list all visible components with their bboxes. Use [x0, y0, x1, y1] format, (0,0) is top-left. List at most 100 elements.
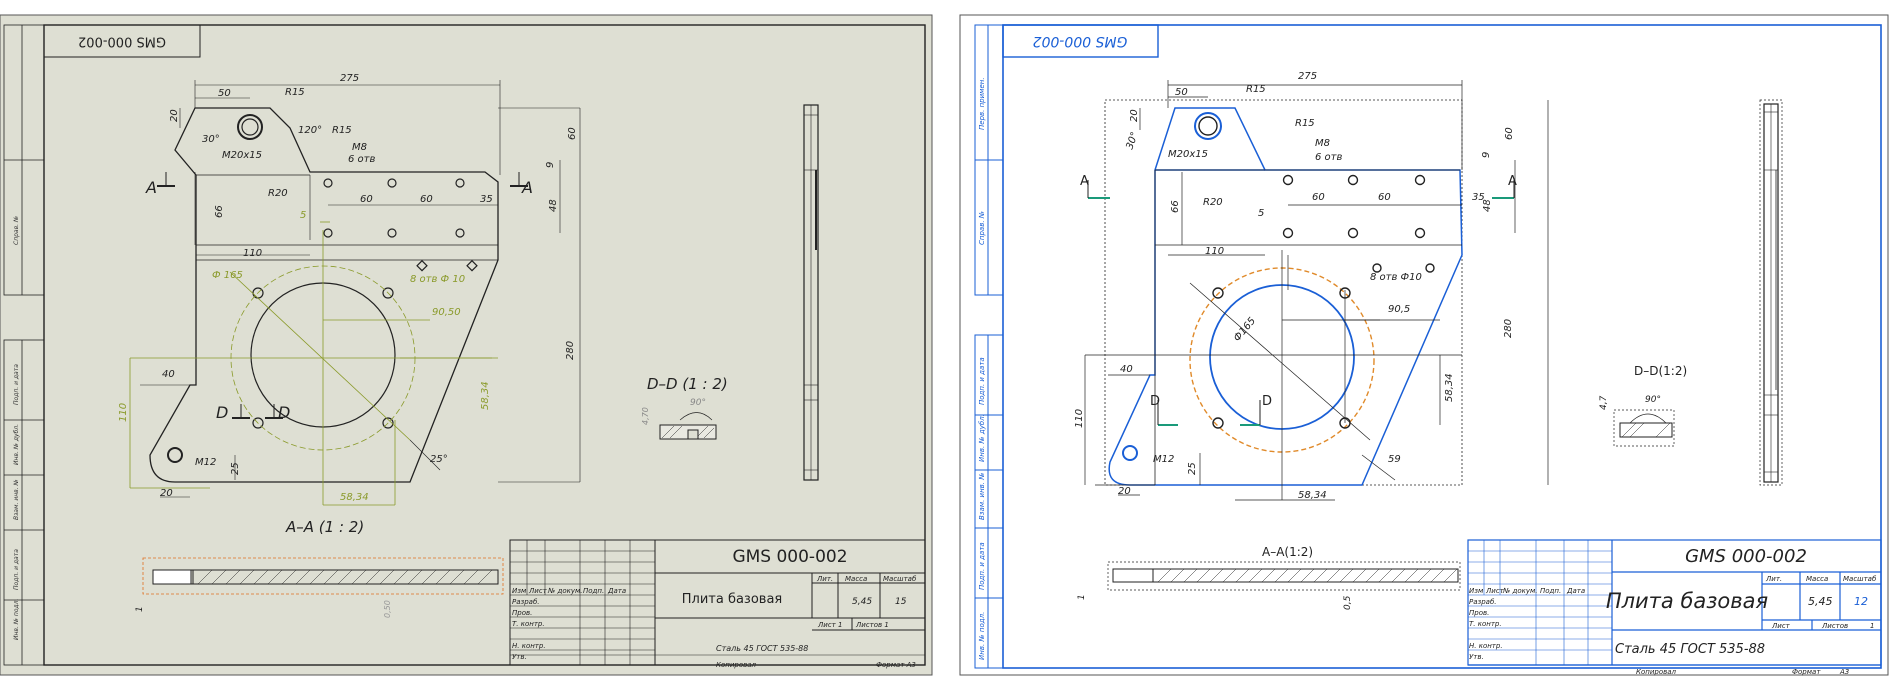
left-section-a-label-right: A: [521, 178, 533, 197]
right-center-lines: [1084, 80, 1549, 501]
left-aux-geometry: [129, 221, 498, 506]
left-dim-1: 1: [135, 606, 145, 612]
right-dim-280: 280: [1503, 319, 1514, 338]
right-tb-col-izm: Изм: [1469, 587, 1484, 595]
right-dim-m20: M20x15: [1168, 149, 1208, 160]
left-section-dd-view: [659, 412, 717, 440]
right-tb-col-date: Дата: [1566, 587, 1585, 595]
right-dim-05: 0,5: [1343, 595, 1353, 610]
right-section-dd-view: [1613, 409, 1675, 447]
left-dim-holes8: 8 отв Ф 10: [410, 274, 465, 285]
right-dim-905: 90,5: [1388, 304, 1410, 315]
right-dim-6-holes: 6 отв: [1315, 152, 1342, 163]
right-dim-holes8: 8 отв Ф10: [1370, 272, 1422, 283]
right-dim-1: 1: [1077, 594, 1087, 600]
left-dim-25deg: 25°: [430, 454, 448, 465]
left-dim-9050: 90,50: [432, 307, 461, 318]
right-section-aa-title: A–A(1:2): [1262, 545, 1313, 559]
left-sheet-background: [0, 14, 933, 676]
left-dim-5: 5: [300, 210, 306, 221]
right-dim-47: 4,7: [1599, 395, 1609, 410]
left-dim-6-holes: 6 отв: [348, 154, 375, 165]
left-tb-name: Плита базовая: [682, 592, 783, 607]
right-dim-110: 110: [1205, 246, 1224, 257]
left-main-part: [149, 107, 499, 483]
right-side-view: [1759, 99, 1783, 486]
right-dim-r15-top: R15: [1246, 84, 1266, 95]
right-tb-col-sign: Подп.: [1540, 587, 1561, 595]
left-tb-col-izm: Изм: [512, 587, 527, 595]
left-section-a-label: A: [145, 178, 157, 197]
left-tb-row-2: Т. контр.: [512, 620, 545, 628]
left-tb-mass-label: Масса: [845, 575, 867, 583]
right-side-label-5: Справ. №: [978, 211, 986, 245]
left-tb-col-list: Лист: [528, 587, 548, 595]
left-side-view: [803, 104, 819, 481]
left-side-label-5: Справ. №: [13, 216, 20, 245]
right-tb-name: Плита базовая: [1606, 589, 1768, 613]
left-side-label-2: Взам. инв. №: [13, 479, 20, 520]
left-side-label-1: Подп. и дата: [13, 549, 20, 590]
left-side-strip: [3, 24, 45, 666]
right-tb-sheets-label: Листов: [1821, 622, 1848, 630]
left-tb-row-0: Разраб.: [512, 598, 540, 606]
right-dim-r15-mid: R15: [1295, 118, 1315, 129]
right-section-dd-title: D–D(1:2): [1634, 364, 1687, 378]
right-dim-48: 48: [1482, 199, 1493, 212]
left-tb-row-5: Утв.: [512, 653, 527, 661]
right-tb-col-doc: № докум.: [1502, 587, 1538, 595]
left-dim-275: 275: [340, 73, 359, 84]
right-tb-mass-label: Масса: [1806, 575, 1828, 583]
left-dim-280: 280: [565, 341, 576, 360]
right-tb-format: А3: [1839, 668, 1849, 676]
left-section-aa-view: [142, 557, 504, 595]
right-tb-col-list: Лист: [1485, 587, 1505, 595]
right-dim-59: 59: [1388, 454, 1401, 465]
left-section-d-label: D: [216, 403, 228, 422]
left-drawing-sheet: Инв. № подл. Подп. и дата Взам. инв. № И…: [0, 14, 933, 676]
right-tb-sheets: 1: [1870, 622, 1874, 630]
left-tb-format: Формат А3: [876, 661, 916, 669]
left-tb-col-doc: № докум.: [547, 587, 583, 595]
right-dim-m12: M12: [1153, 454, 1174, 465]
left-dim-m8: M8: [352, 142, 367, 153]
right-dim-50: 50: [1175, 87, 1188, 98]
right-tb-material: Сталь 45 ГОСТ 535-88: [1615, 642, 1765, 657]
right-sheet-background: [959, 14, 1889, 676]
right-dim-60b: 60: [1378, 192, 1391, 203]
left-side-label-4: Подп. и дата: [13, 364, 20, 405]
left-dim-20: 20: [169, 109, 180, 122]
right-section-a-label: A: [1080, 174, 1089, 189]
right-side-label-3: Инв. № дубл.: [978, 414, 986, 462]
left-dim-50: 50: [218, 88, 231, 99]
right-dim-5834h: 58,34: [1298, 490, 1327, 501]
left-dim-60a: 60: [360, 194, 373, 205]
left-dim-5834h: 58,34: [340, 492, 369, 503]
right-tb-lit: Лит.: [1765, 575, 1782, 583]
right-side-label-4: Подп. и дата: [978, 357, 986, 405]
left-tb-scale: 15: [895, 597, 907, 607]
left-dim-25: 25: [230, 462, 241, 475]
left-dim-phi165: Ф 165: [212, 270, 243, 281]
right-tb-scale-label: Масштаб: [1843, 575, 1877, 583]
right-section-aa-view: [1107, 561, 1461, 591]
right-section-d-label: D: [1150, 394, 1160, 409]
right-title-block: [1467, 539, 1882, 666]
right-tb-scale: 12: [1854, 595, 1868, 608]
right-dim-20: 20: [1129, 109, 1140, 122]
left-section-aa-title: A–A (1 : 2): [285, 518, 364, 536]
right-dim-r20: R20: [1203, 197, 1223, 208]
left-title-block: [509, 539, 926, 666]
right-section-a-label-right: A: [1508, 174, 1517, 189]
left-dim-9: 9: [545, 162, 556, 168]
right-side-label-2: Взам. инв. №: [978, 472, 986, 520]
right-dim-40: 40: [1120, 364, 1133, 375]
left-dim-20b: 20: [160, 488, 173, 499]
right-dim-5834v: 58,34: [1444, 373, 1455, 402]
left-tb-copied: Копировал: [716, 661, 757, 669]
right-rotated-designation: GMS 000-002: [1033, 33, 1128, 49]
right-side-strip: [974, 24, 1004, 669]
right-tb-row-4: Н. контр.: [1469, 642, 1503, 650]
left-dim-110v: 110: [118, 403, 129, 422]
left-tb-sheet: Лист 1: [817, 621, 842, 629]
